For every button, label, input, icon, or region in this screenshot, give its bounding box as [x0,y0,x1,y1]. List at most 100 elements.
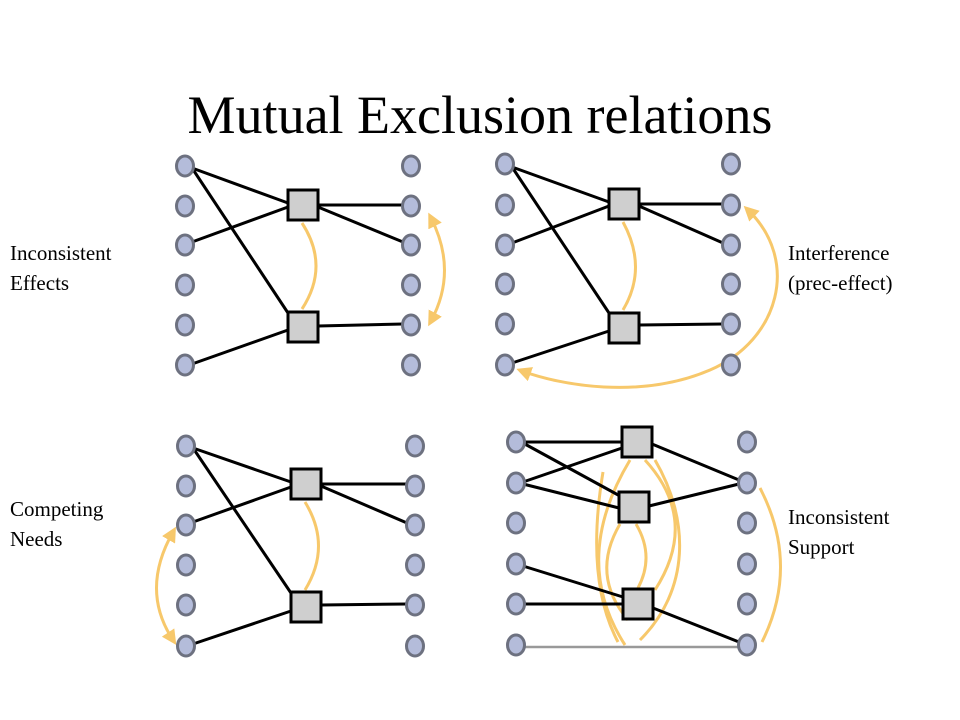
p2-interference-arc [516,205,779,389]
p3-action-top [289,467,323,501]
p4-action-middle [617,490,651,524]
p4-mutex-arc-4 [634,523,648,589]
p2-right-proposition-2 [721,193,741,217]
p2-right-proposition-5 [721,312,741,336]
p1-right-proposition-4 [401,273,421,297]
p1-edge-4 [191,328,289,366]
p4-mutex-arc-5 [638,459,682,642]
p4-mutex-arc-6 [595,471,620,643]
p4-left-proposition-2 [506,471,526,495]
p2-right-proposition-3 [721,233,741,257]
p1-left-proposition-2 [175,194,195,218]
p3-right-proposition-2 [405,474,425,498]
p4-left-proposition-5 [506,592,526,616]
p1-left-proposition-4 [175,273,195,297]
p1-mutex-arc-effects [428,212,446,327]
p3-left-proposition-4 [176,553,196,577]
p3-left-proposition-2 [176,474,196,498]
p4-mutex-arc-2 [643,458,677,591]
p1-right-proposition-5 [401,313,421,337]
p3-mutex-arc-actions [303,501,320,591]
p4-edge-9 [652,606,740,644]
p3-left-proposition-6 [176,634,196,658]
p1-mutex-arc-actions [300,222,318,310]
p3-left-proposition-1 [176,434,196,458]
p3-edge-3 [192,485,292,524]
slide-title: Mutual Exclusion relations [187,85,773,145]
p4-left-proposition-1 [506,430,526,454]
p2-edge-7 [638,322,724,327]
p2-left-proposition-3 [495,233,515,257]
p4-edge-5 [522,564,624,599]
p4-left-proposition-4 [506,552,526,576]
label-competing-needs: Competing Needs [10,497,104,551]
p4-right-proposition-2 [737,471,757,495]
p3-right-proposition-4 [405,553,425,577]
p1-right-proposition-6 [401,353,421,377]
p1-edge-7 [317,322,404,328]
label-inconsistent-support: Inconsistent Support [788,505,890,559]
p1-left-proposition-6 [175,353,195,377]
p2-right-proposition-6 [721,353,741,377]
p1-edge-2 [190,167,292,317]
p4-mutex-arc-1 [597,459,632,646]
p4-support-arc [758,487,782,643]
p4-action-bottom [621,587,655,621]
p3-edge-4 [192,609,292,646]
p3-edge-7 [320,602,408,607]
p2-edge-6 [638,204,724,245]
p4-edge-4 [522,482,620,510]
p1-left-proposition-1 [175,154,195,178]
p2-edge-3 [511,204,610,245]
p3-action-bottom [289,590,323,624]
p4-right-proposition-1 [737,430,757,454]
p2-left-proposition-4 [495,272,515,296]
p3-left-proposition-3 [176,513,196,537]
p4-right-proposition-6 [737,633,757,657]
p3-edge-1 [192,446,292,484]
p1-right-proposition-3 [401,233,421,257]
p2-action-bottom [607,311,641,345]
p2-left-proposition-1 [495,152,515,176]
p4-right-proposition-5 [737,592,757,616]
label-inconsistent-effects: Inconsistent Effects [10,241,112,295]
p2-right-proposition-4 [721,272,741,296]
p3-right-proposition-5 [405,593,425,617]
p2-left-proposition-5 [495,312,515,336]
p2-left-proposition-6 [495,353,515,377]
p1-action-bottom [286,310,320,344]
p4-right-proposition-3 [737,511,757,535]
p1-edge-1 [191,166,289,205]
p3-left-proposition-5 [176,593,196,617]
p1-left-proposition-5 [175,313,195,337]
p1-edge-3 [191,205,289,244]
p1-right-proposition-2 [401,194,421,218]
p3-competing-needs-arc [155,526,177,646]
p4-mutex-arc-3 [605,523,630,621]
p4-action-top [620,425,654,459]
p4-edge-2 [522,441,621,498]
p1-edge-6 [317,205,404,244]
p3-right-proposition-3 [405,513,425,537]
p4-edge-7 [651,442,740,482]
p4-edge-3 [522,446,623,484]
p2-mutex-arc-actions [621,221,637,311]
p4-left-proposition-6 [506,633,526,657]
p2-edge-4 [511,329,610,365]
p2-action-top [607,187,641,221]
p3-edge-6 [320,484,408,525]
p2-right-proposition-1 [721,152,741,176]
p1-right-proposition-1 [401,154,421,178]
p2-edge-2 [510,166,613,317]
p4-edge-8 [648,482,740,508]
p3-right-proposition-6 [405,634,425,658]
label-interference: Interference (prec-effect) [788,241,893,295]
p3-right-proposition-1 [405,434,425,458]
p2-edge-1 [511,165,610,204]
p1-action-top [286,188,320,222]
p2-left-proposition-2 [495,193,515,217]
p1-left-proposition-3 [175,233,195,257]
p4-left-proposition-3 [506,511,526,535]
p4-right-proposition-4 [737,552,757,576]
